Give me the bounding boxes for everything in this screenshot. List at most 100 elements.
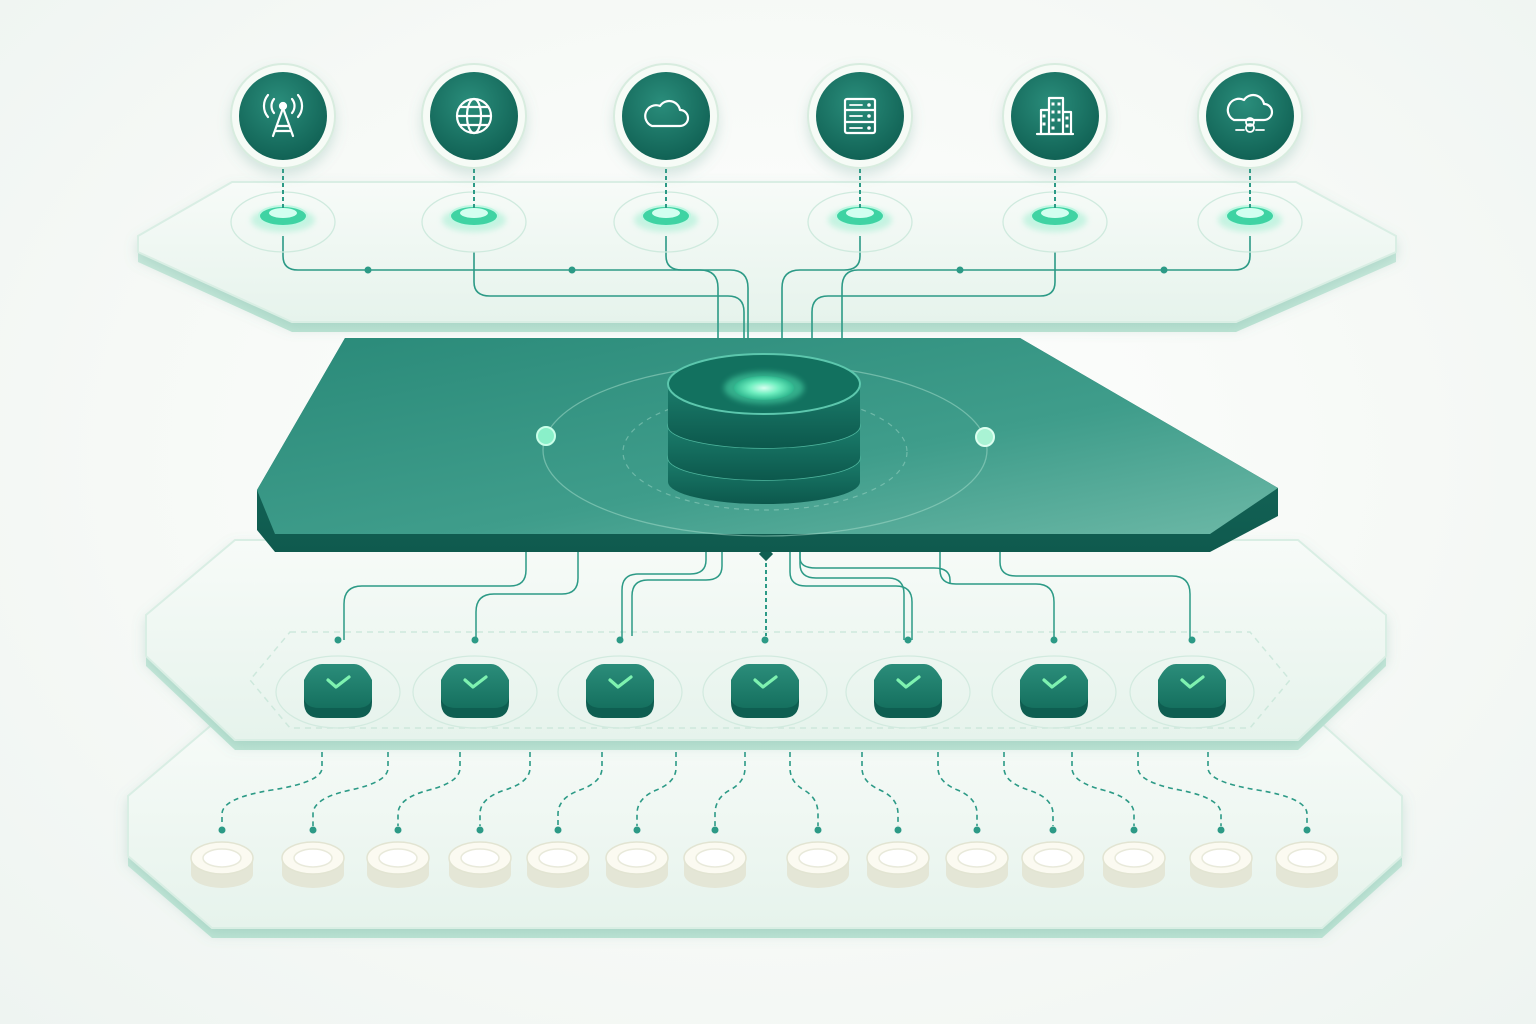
- hub-connector: [939, 552, 1055, 640]
- checkmark-icon: [1042, 675, 1067, 689]
- rack-outline: [843, 97, 877, 135]
- connector-dot: [568, 266, 576, 274]
- cloud-network-icon: [1226, 93, 1274, 133]
- hub-glow: [734, 376, 794, 400]
- token-recess: [460, 848, 500, 868]
- token-recess: [1201, 848, 1241, 868]
- token-recess: [1287, 848, 1327, 868]
- source-badge: [1011, 72, 1099, 160]
- hub-connector: [789, 552, 913, 640]
- building-window: [1042, 122, 1046, 126]
- building-window: [1042, 114, 1046, 118]
- token-connector: [312, 752, 389, 826]
- check-entry-dot: [1188, 636, 1196, 644]
- check-entry-dot: [761, 636, 769, 644]
- tower-top: [278, 101, 288, 111]
- token-node: [190, 841, 254, 888]
- token-connector: [789, 752, 819, 826]
- token-entry-dot: [1303, 826, 1311, 834]
- tower-frame: [271, 106, 295, 138]
- token-recess: [617, 848, 657, 868]
- check-tile: [1129, 655, 1255, 729]
- token-node: [526, 841, 590, 888]
- check-tiles: [275, 655, 1255, 729]
- source-node: [1197, 63, 1303, 253]
- cloud-node: [1245, 117, 1255, 127]
- check-entry-dot: [471, 636, 479, 644]
- connector-dot: [956, 266, 964, 274]
- check-tile: [702, 655, 828, 729]
- check-tile: [991, 655, 1117, 729]
- cloud-node: [1245, 123, 1255, 133]
- building-window: [1057, 102, 1061, 106]
- connector-lines: [218, 236, 1311, 834]
- token-entry-dot: [894, 826, 902, 834]
- check-entry-dot: [904, 636, 912, 644]
- hub-connector: [799, 552, 951, 584]
- check-tile-ring: [845, 655, 971, 729]
- check-tile-ring: [702, 655, 828, 729]
- source-badge: [239, 72, 327, 160]
- source-pod-highlight: [1041, 208, 1069, 218]
- token-node: [366, 841, 430, 888]
- building-window: [1051, 110, 1055, 114]
- token-node: [866, 841, 930, 888]
- hub-node-left: [536, 426, 556, 446]
- token-connector: [557, 752, 603, 826]
- token-node: [1021, 841, 1085, 888]
- token-entry-dot: [218, 826, 226, 834]
- token-connector: [1137, 752, 1222, 826]
- hub-connector: [621, 552, 707, 640]
- token-panel-surface: [127, 721, 1403, 929]
- source-connector: [282, 236, 719, 340]
- sources-panel-surface: [137, 181, 1397, 323]
- source-icons: [230, 63, 1303, 253]
- token-connector: [1207, 752, 1308, 826]
- building-window: [1051, 102, 1055, 106]
- token-recess: [293, 848, 333, 868]
- building-window: [1065, 124, 1069, 128]
- token-connector: [937, 752, 978, 826]
- source-node: [1002, 63, 1108, 253]
- source-node: [230, 63, 336, 253]
- hub-connector: [631, 552, 723, 636]
- token-recess: [957, 848, 997, 868]
- token-connector: [1003, 752, 1054, 826]
- checkmark-icon: [753, 675, 778, 689]
- globe-icon: [455, 97, 493, 135]
- token-recess: [538, 848, 578, 868]
- token-connector: [714, 752, 746, 826]
- check-tile-ring: [557, 655, 683, 729]
- rack-led: [867, 114, 871, 118]
- source-connector: [473, 252, 745, 344]
- token-nodes: [190, 841, 1339, 888]
- building-window: [1051, 118, 1055, 122]
- signal-outer: [262, 93, 304, 119]
- token-connector: [1071, 752, 1135, 826]
- token-recess: [695, 848, 735, 868]
- token-recess: [202, 848, 242, 868]
- token-node: [945, 841, 1009, 888]
- hub-node-right: [975, 427, 995, 447]
- building-window: [1057, 118, 1061, 122]
- checkmark-icon: [326, 675, 351, 689]
- token-entry-dot: [476, 826, 484, 834]
- source-node: [613, 63, 719, 253]
- source-connector: [811, 252, 1056, 346]
- database-stack-icon: [667, 353, 861, 504]
- token-node: [1275, 841, 1339, 888]
- check-tile: [275, 655, 401, 729]
- cloud-icon: [644, 99, 690, 128]
- token-entry-dot: [1049, 826, 1057, 834]
- source-connector: [781, 236, 861, 344]
- checks-track: [249, 631, 1291, 729]
- check-entry-dot: [1050, 636, 1058, 644]
- connector-dot: [1160, 266, 1168, 274]
- checkmark-icon: [463, 675, 488, 689]
- token-recess: [1033, 848, 1073, 868]
- rack-led: [867, 126, 871, 130]
- token-connector: [861, 752, 899, 826]
- connector-dot: [364, 266, 372, 274]
- token-recess: [378, 848, 418, 868]
